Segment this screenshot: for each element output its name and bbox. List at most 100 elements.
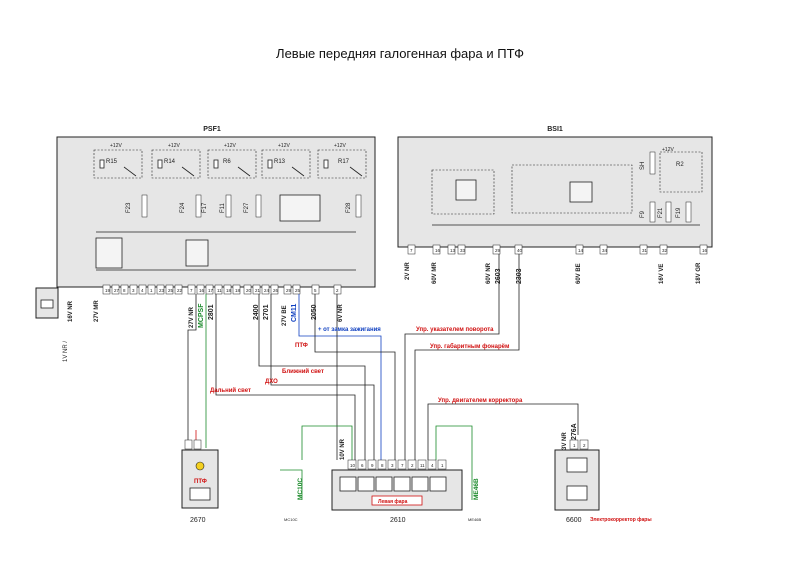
psf1-fuses: F23 F24 F17 F11 F27 F28 bbox=[126, 194, 362, 218]
fog-lamp-symbol bbox=[189, 487, 211, 501]
wire-2050: 2050 bbox=[311, 304, 318, 320]
turn-signal-icon bbox=[411, 476, 429, 492]
wire-27vbe: 27V BE bbox=[282, 305, 288, 326]
relay-r13-supply: +12V bbox=[278, 143, 290, 149]
bsi1-shunt bbox=[649, 151, 656, 175]
fog-lamp-id: 2670 bbox=[190, 517, 206, 524]
headlamp-2610: 10 6 9 8 3 7 2 11 4 1 Левая фара 2610 bbox=[331, 459, 463, 524]
fuse-f17: F17 bbox=[202, 202, 208, 213]
headlamp-id: 2610 bbox=[390, 517, 406, 524]
bsi1-controller-mid bbox=[511, 164, 633, 214]
fuse-f28: F28 bbox=[346, 202, 352, 213]
svg-text:13: 13 bbox=[450, 248, 456, 253]
corrector-6600: 1 2 6600 Электрокорректор фары bbox=[554, 439, 652, 524]
svg-text:4: 4 bbox=[141, 288, 144, 293]
svg-text:29: 29 bbox=[495, 248, 501, 253]
svg-text:16: 16 bbox=[199, 288, 205, 293]
wire-16vnr: 16V NR bbox=[68, 300, 74, 322]
wire-3vnr: 3V NR bbox=[562, 432, 568, 450]
svg-text:29: 29 bbox=[286, 288, 292, 293]
bsi1-supply: +12V bbox=[662, 147, 674, 153]
wire-10vnr: 10V NR bbox=[340, 438, 346, 460]
wire-cm11: CM11 bbox=[291, 304, 298, 322]
svg-text:27: 27 bbox=[114, 288, 120, 293]
wire-2303: 2303 bbox=[516, 268, 523, 284]
wire-60vbe: 60V BE bbox=[576, 263, 582, 284]
svg-text:33: 33 bbox=[460, 248, 466, 253]
signal-drl: ДХО bbox=[265, 379, 278, 385]
fuse-f21: F21 bbox=[658, 207, 664, 218]
bsi1-relay-r2 bbox=[659, 151, 703, 193]
corrector-lamp-icon bbox=[566, 485, 588, 501]
svg-text:7: 7 bbox=[410, 248, 413, 253]
wire-1vnr: 1V NR / bbox=[63, 341, 69, 362]
fuse-f9: F9 bbox=[640, 210, 646, 218]
svg-text:19: 19 bbox=[105, 288, 111, 293]
ground-me46b-tag: ME46B bbox=[468, 517, 481, 522]
svg-text:9: 9 bbox=[371, 463, 374, 468]
signal-high-beam: Дальний свет bbox=[210, 387, 251, 394]
corrector-icon bbox=[429, 476, 447, 492]
bsi1-shunt-label: SH bbox=[640, 162, 646, 170]
svg-text:3: 3 bbox=[391, 463, 394, 468]
high-beam-icon bbox=[339, 476, 357, 492]
relay-r14-supply: +12V bbox=[168, 143, 180, 149]
fuse-f27: F27 bbox=[244, 202, 250, 213]
svg-text:7: 7 bbox=[190, 288, 193, 293]
relay-r15-supply: +12V bbox=[110, 143, 122, 149]
low-beam-icon bbox=[357, 476, 375, 492]
svg-text:25: 25 bbox=[295, 288, 301, 293]
wire-16vve: 16V VE bbox=[659, 264, 665, 284]
wire-mc10c: MC10C bbox=[297, 478, 304, 500]
wire-me46b: ME46B bbox=[473, 478, 480, 500]
psf1-controller-right bbox=[279, 194, 321, 222]
svg-text:5: 5 bbox=[314, 288, 317, 293]
svg-text:32: 32 bbox=[662, 248, 668, 253]
wire-60vmr: 60V MR bbox=[432, 262, 438, 284]
ground-mc10c-tag: MC10C bbox=[284, 517, 298, 522]
wire-2vnr: 2V NR bbox=[405, 262, 411, 280]
signal-fog: ПТФ bbox=[295, 343, 308, 349]
svg-text:21: 21 bbox=[255, 288, 261, 293]
svg-text:1: 1 bbox=[573, 443, 576, 448]
psf1-pins: 19 27 8 3 4 1 23 25 22 7 16 17 11 18 18 … bbox=[102, 284, 342, 295]
wire-2701: 2701 bbox=[263, 304, 270, 320]
fuse-f24: F24 bbox=[180, 202, 186, 213]
signal-corrector: Упр. двигателем корректора bbox=[438, 398, 523, 404]
fuse-f23: F23 bbox=[126, 202, 132, 213]
svg-text:23: 23 bbox=[159, 288, 165, 293]
signal-turn: Упр. указателем поворота bbox=[416, 327, 494, 333]
wire-60vnr: 60V NR bbox=[486, 262, 492, 284]
svg-text:2: 2 bbox=[336, 288, 339, 293]
fuse-f19: F19 bbox=[676, 207, 682, 218]
wire-6vnr: 6V NR bbox=[338, 304, 344, 322]
signal-marker: Упр. габаритным фонарём bbox=[430, 343, 510, 350]
svg-text:16: 16 bbox=[435, 248, 441, 253]
svg-text:34: 34 bbox=[602, 248, 608, 253]
headlamp-pins: 10 6 9 8 3 7 2 11 4 1 bbox=[347, 459, 447, 470]
psf1-relays: R15 +12V R14 +12V R6 +12V R13 +12V R17 +… bbox=[93, 143, 367, 179]
bsi1-module bbox=[397, 136, 713, 248]
diagram-title: Левые передняя галогенная фара и ПТФ bbox=[276, 46, 524, 61]
svg-text:25: 25 bbox=[168, 288, 174, 293]
relay-r13: R13 bbox=[274, 159, 286, 165]
svg-text:18: 18 bbox=[226, 288, 232, 293]
wire-18vgr: 18V GR bbox=[696, 262, 702, 284]
wire-276a: 276A bbox=[571, 423, 578, 440]
lamp-icon bbox=[195, 461, 205, 471]
svg-text:40: 40 bbox=[517, 248, 523, 253]
bsi1-pins: 7 16 13 33 29 40 14 34 31 32 16 bbox=[407, 244, 708, 255]
wire-27vnr: 27V NR bbox=[189, 306, 195, 328]
relay-r15: R15 bbox=[106, 159, 118, 165]
corrector-label: Электрокорректор фары bbox=[590, 516, 652, 523]
corrector-motor-icon bbox=[566, 457, 588, 473]
relay-r14: R14 bbox=[164, 159, 176, 165]
svg-text:4: 4 bbox=[431, 463, 434, 468]
drl-icon bbox=[375, 476, 393, 492]
svg-text:16: 16 bbox=[702, 248, 708, 253]
marker-icon bbox=[393, 476, 411, 492]
bsi1-label: BSI1 bbox=[547, 126, 563, 133]
svg-text:22: 22 bbox=[177, 288, 183, 293]
svg-text:17: 17 bbox=[208, 288, 214, 293]
